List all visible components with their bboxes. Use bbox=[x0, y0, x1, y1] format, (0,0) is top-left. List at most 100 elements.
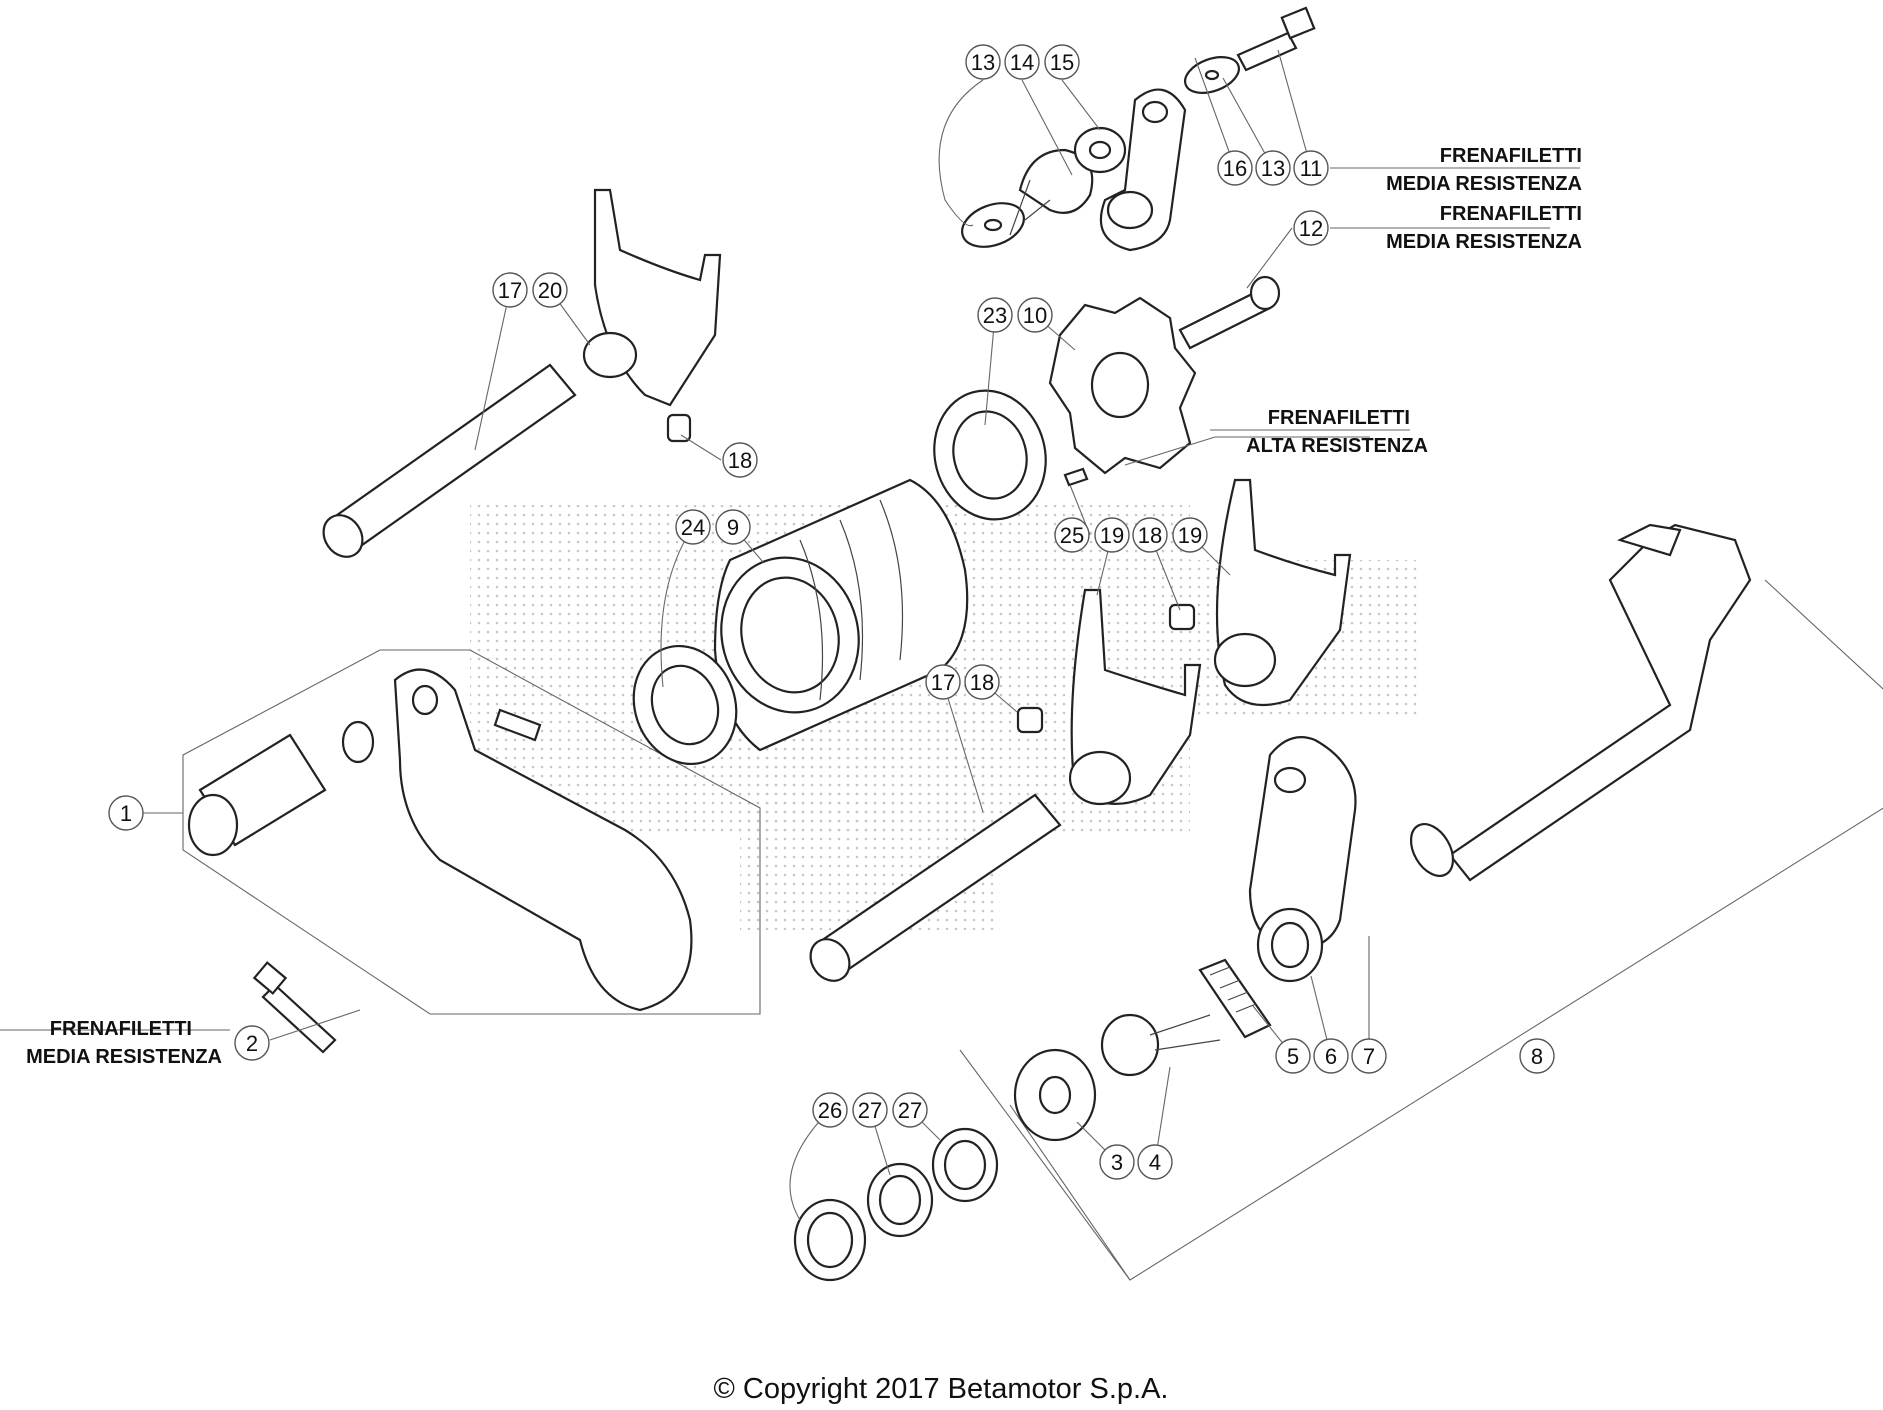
callout-circle bbox=[675, 509, 711, 545]
callout-circle bbox=[812, 1092, 848, 1128]
callout-circle bbox=[1137, 1144, 1173, 1180]
callout-c2: 2 bbox=[234, 1025, 270, 1061]
callout-number: 23 bbox=[983, 303, 1007, 328]
callout-circle bbox=[1293, 150, 1329, 186]
callout-number: 7 bbox=[1363, 1044, 1375, 1069]
callout-circle bbox=[1217, 150, 1253, 186]
callout-circle bbox=[977, 297, 1013, 333]
part-bush-27b bbox=[931, 1127, 999, 1203]
part-bush-18a bbox=[666, 413, 692, 443]
copyright-text: © Copyright 2017 Betamotor S.p.A. bbox=[714, 1373, 1169, 1405]
callout-c11: 11 bbox=[1293, 150, 1329, 186]
part-bush-18b bbox=[1168, 603, 1196, 631]
part-bearing-23 bbox=[933, 389, 1047, 521]
callout-number: 18 bbox=[970, 670, 994, 695]
part-bolt-12 bbox=[1178, 275, 1281, 350]
part-bushing-15 bbox=[1073, 126, 1127, 174]
callout-number: 12 bbox=[1299, 216, 1323, 241]
leader-lines bbox=[0, 49, 1580, 1221]
note-12-line2: MEDIA RESISTENZA bbox=[1386, 231, 1582, 253]
callout-c18c: 18 bbox=[964, 664, 1000, 700]
callout-number: 17 bbox=[498, 278, 522, 303]
part-spring-4 bbox=[1100, 1013, 1221, 1077]
callout-number: 17 bbox=[931, 670, 955, 695]
callout-number: 19 bbox=[1178, 523, 1202, 548]
callout-c19a: 19 bbox=[1094, 517, 1130, 553]
callout-c18b: 18 bbox=[1132, 517, 1168, 553]
part-shift-fork-19b bbox=[1213, 478, 1352, 707]
part-shift-drum-9 bbox=[713, 478, 969, 752]
callout-circle bbox=[722, 442, 758, 478]
callout-c3: 3 bbox=[1099, 1144, 1135, 1180]
note-2-line1: FRENAFILETTI bbox=[50, 1018, 192, 1040]
part-pin-1 bbox=[493, 708, 542, 742]
part-fork-shaft-17a bbox=[322, 363, 577, 558]
callout-number: 24 bbox=[681, 515, 705, 540]
callout-number: 25 bbox=[1060, 523, 1084, 548]
callout-number: 13 bbox=[1261, 156, 1285, 181]
callout-circle bbox=[1044, 44, 1080, 80]
callout-number: 15 bbox=[1050, 50, 1074, 75]
callout-circle bbox=[1132, 517, 1168, 553]
note-11-line1: FRENAFILETTI bbox=[1440, 145, 1582, 167]
callout-number: 11 bbox=[1300, 156, 1323, 181]
callout-c8: 8 bbox=[1519, 1038, 1555, 1074]
callout-number: 13 bbox=[971, 50, 995, 75]
callout-number: 8 bbox=[1531, 1044, 1543, 1069]
callout-number: 16 bbox=[1223, 156, 1247, 181]
callout-circle bbox=[1519, 1038, 1555, 1074]
callout-c20: 20 bbox=[532, 272, 568, 308]
callout-c17a: 17 bbox=[492, 272, 528, 308]
part-shift-fork-20 bbox=[582, 188, 722, 407]
part-bush-27a bbox=[866, 1162, 934, 1238]
callout-number: 3 bbox=[1111, 1150, 1123, 1175]
callout-circle bbox=[1017, 297, 1053, 333]
note-2-line2: MEDIA RESISTENZA bbox=[26, 1046, 222, 1068]
note-25-line1: FRENAFILETTI bbox=[1268, 407, 1410, 429]
callout-circle bbox=[892, 1092, 928, 1128]
note-11: FRENAFILETTI MEDIA RESISTENZA bbox=[1386, 145, 1582, 195]
callout-number: 27 bbox=[898, 1098, 922, 1123]
callout-c26: 26 bbox=[812, 1092, 848, 1128]
callout-number: 18 bbox=[1138, 523, 1162, 548]
callout-c15: 15 bbox=[1044, 44, 1080, 80]
callout-number: 18 bbox=[728, 448, 752, 473]
callout-circle bbox=[532, 272, 568, 308]
part-bolt-11 bbox=[1236, 6, 1316, 72]
part-selector-shaft-8 bbox=[1409, 523, 1752, 882]
callout-c4: 4 bbox=[1137, 1144, 1173, 1180]
callout-circle bbox=[1094, 517, 1130, 553]
callout-circle bbox=[1004, 44, 1040, 80]
part-bush-18c bbox=[1016, 706, 1044, 734]
callout-number: 5 bbox=[1287, 1044, 1299, 1069]
callout-c25: 25 bbox=[1054, 517, 1090, 553]
callout-c19b: 19 bbox=[1172, 517, 1208, 553]
note-25: FRENAFILETTI ALTA RESISTENZA bbox=[1210, 407, 1428, 457]
callout-circle bbox=[1172, 517, 1208, 553]
callout-number: 1 bbox=[120, 801, 132, 826]
part-spring-5 bbox=[1198, 958, 1272, 1039]
part-lever-16 bbox=[1099, 88, 1187, 252]
note-2: FRENAFILETTI MEDIA RESISTENZA bbox=[26, 1018, 222, 1068]
callout-c24: 24 bbox=[675, 509, 711, 545]
part-oring-1 bbox=[341, 720, 375, 764]
callout-circle bbox=[925, 664, 961, 700]
callout-number: 2 bbox=[246, 1031, 258, 1056]
callout-c14: 14 bbox=[1004, 44, 1040, 80]
callout-circle bbox=[1293, 210, 1329, 246]
callout-number: 14 bbox=[1010, 50, 1034, 75]
assembly-outlines bbox=[182, 579, 1883, 1281]
part-washer-13b bbox=[1184, 56, 1240, 94]
note-11-line2: MEDIA RESISTENZA bbox=[1386, 173, 1582, 195]
callout-circle bbox=[1054, 517, 1090, 553]
callout-c6: 6 bbox=[1313, 1038, 1349, 1074]
callout-c17b: 17 bbox=[925, 664, 961, 700]
callout-c27a: 27 bbox=[852, 1092, 888, 1128]
callout-c13b: 13 bbox=[1255, 150, 1291, 186]
callout-circle bbox=[965, 44, 1001, 80]
part-washer-3 bbox=[1013, 1048, 1097, 1142]
callout-circle bbox=[964, 664, 1000, 700]
note-25-line2: ALTA RESISTENZA bbox=[1246, 435, 1428, 457]
callout-number: 9 bbox=[727, 515, 739, 540]
